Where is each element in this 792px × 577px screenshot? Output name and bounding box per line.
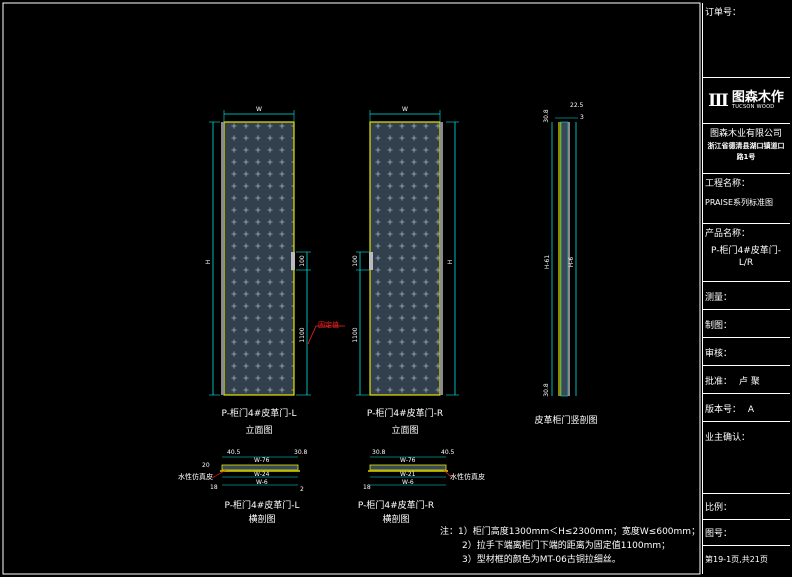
hsec-l-b: W-76 xyxy=(254,457,270,464)
right-door-hinge-edge xyxy=(440,122,443,395)
company-cell: 图森木业有限公司 浙江省德清县湖口镇道口路1号 xyxy=(702,124,790,174)
hsec-r-f: 18 xyxy=(363,484,371,491)
hsec-r-a: 30.8 xyxy=(372,449,386,456)
approve-cell: 批准： 卢 聚 xyxy=(702,366,790,394)
right-hsec-sub: 横剖图 xyxy=(382,513,409,525)
left-door-panel xyxy=(223,121,295,396)
hsec-l-leather: 水性仿真皮 xyxy=(178,472,213,481)
product-label: 产品名称： xyxy=(705,229,751,239)
brand-name-cn: 图森木作 xyxy=(731,90,784,105)
vertical-section: 22.5 30.8 3 H-61 H-6 30.8 皮革柜门竖剖图 xyxy=(534,102,597,426)
project-cell: 工程名称： PRAISE系列标准图 xyxy=(702,174,790,224)
sec-top-b: 22.5 xyxy=(570,102,584,109)
hsec-l-a: 40.5 xyxy=(227,449,241,456)
left-elev-sub: 立面图 xyxy=(245,424,272,436)
brand-logo: Ⅲ 图森木作 TUCSON WOOD xyxy=(702,78,790,124)
brand-name-en: TUCSON WOOD xyxy=(731,104,775,110)
sec-h1: H-61 xyxy=(544,255,551,269)
right-hsec-caption: P-柜门4#皮革门-R xyxy=(358,499,434,511)
hsec-l-e: 18 xyxy=(210,484,218,491)
hsec-l-f: 2 xyxy=(300,486,304,493)
right-dim-h: H xyxy=(447,260,454,265)
hsec-r-leather: 水性仿真皮 xyxy=(450,472,485,481)
right-dim-handle: 100 xyxy=(352,255,359,267)
drawing-no-cell: 图号： xyxy=(702,520,790,546)
hsec-r-d: W-21 xyxy=(400,471,416,478)
review-cell: 审核： xyxy=(702,338,790,366)
right-door-elevation: W H 100 1100 P-柜门4#皮革门-R 立面图 xyxy=(352,106,459,436)
right-elev-caption: P-柜门4#皮革门-R xyxy=(367,407,443,419)
sec-h2: H-6 xyxy=(568,257,575,268)
note-3: 3）型材框的颜色为MT-06古铜拉细丝。 xyxy=(462,555,621,565)
handle-fixed-label: 固定值 xyxy=(318,320,339,329)
left-door-handle xyxy=(291,252,295,270)
hsec-l-d: W-24 xyxy=(254,471,270,478)
left-hsec-caption: P-柜门4#皮革门-L xyxy=(224,499,299,511)
project-label: 工程名称： xyxy=(705,179,751,189)
hsec-l-h: 20 xyxy=(202,462,210,469)
left-dim-handle: 100 xyxy=(299,255,306,267)
hsec-r-c: 40.5 xyxy=(441,449,455,456)
hsec-r-b: W-76 xyxy=(400,457,416,464)
brand-mark-icon: Ⅲ xyxy=(708,90,729,111)
left-horizontal-section: 40.5 W-76 30.8 W-24 18 2 W-6 20 水性仿真皮 P-… xyxy=(178,449,308,525)
left-dim-w: W xyxy=(256,106,262,113)
sec-bot: 30.8 xyxy=(543,383,550,397)
left-dim-h: H xyxy=(205,260,212,265)
section-caption: 皮革柜门竖剖图 xyxy=(534,414,597,426)
approver-name: 卢 聚 xyxy=(738,377,760,387)
version-cell: 版本号： A xyxy=(702,394,790,422)
left-door-hinge-edge xyxy=(221,122,224,395)
product-cell: 产品名称： P-柜门4#皮革门-L/R xyxy=(702,224,790,282)
right-door-panel xyxy=(369,121,441,396)
sec-top-a: 30.8 xyxy=(543,109,550,123)
cad-drawing: W H 100 1100 固定值 P-柜门4#皮革门-L 立面图 W H xyxy=(2,2,701,575)
company-address: 浙江省德清县湖口镇道口路1号 xyxy=(707,142,785,161)
draw-cell: 制图： xyxy=(702,310,790,338)
note-2: 2）拉手下端离柜门下端的距离为固定值1100mm； xyxy=(462,541,671,551)
sheet-border xyxy=(2,2,701,575)
version-value: A xyxy=(747,405,755,415)
sec-top-c: 3 xyxy=(580,114,584,121)
note-1: 注：1）柜门高度1300mm＜H≤2300mm；宽度W≤600mm； xyxy=(440,527,701,537)
right-dim-w: W xyxy=(402,106,408,113)
left-hsec-sub: 横剖图 xyxy=(248,513,275,525)
left-dim-handle-pos: 1100 xyxy=(299,327,306,342)
hsec-r-e: W-6 xyxy=(402,479,414,486)
scale-cell: 比例： xyxy=(702,494,790,520)
hsec-l-c: 30.8 xyxy=(294,449,308,456)
section-leather xyxy=(560,121,569,397)
left-door-elevation: W H 100 1100 固定值 P-柜门4#皮革门-L 立面图 xyxy=(205,106,345,436)
owner-cell: 业主确认： xyxy=(702,422,790,494)
project-name: PRAISE系列标准图 xyxy=(705,198,774,207)
hsec-l-g: W-6 xyxy=(256,479,268,486)
right-dim-handle-pos: 1100 xyxy=(352,327,359,342)
left-elev-caption: P-柜门4#皮革门-L xyxy=(221,407,296,419)
right-elev-sub: 立面图 xyxy=(391,424,418,436)
page-cell: 第19-1页,共21页 xyxy=(705,555,768,564)
product-name: P-柜门4#皮革门-L/R xyxy=(711,246,781,268)
title-block: 订单号： Ⅲ 图森木作 TUCSON WOOD 图森木业有限公司 浙江省德清县湖… xyxy=(702,0,792,577)
measure-cell: 测量： xyxy=(702,282,790,310)
right-door-handle xyxy=(369,252,373,270)
company-name: 图森木业有限公司 xyxy=(709,129,782,139)
order-no: 订单号： xyxy=(702,3,790,78)
right-horizontal-section: 30.8 W-76 40.5 W-21 W-6 18 水性仿真皮 P-柜门4#皮… xyxy=(358,449,485,525)
